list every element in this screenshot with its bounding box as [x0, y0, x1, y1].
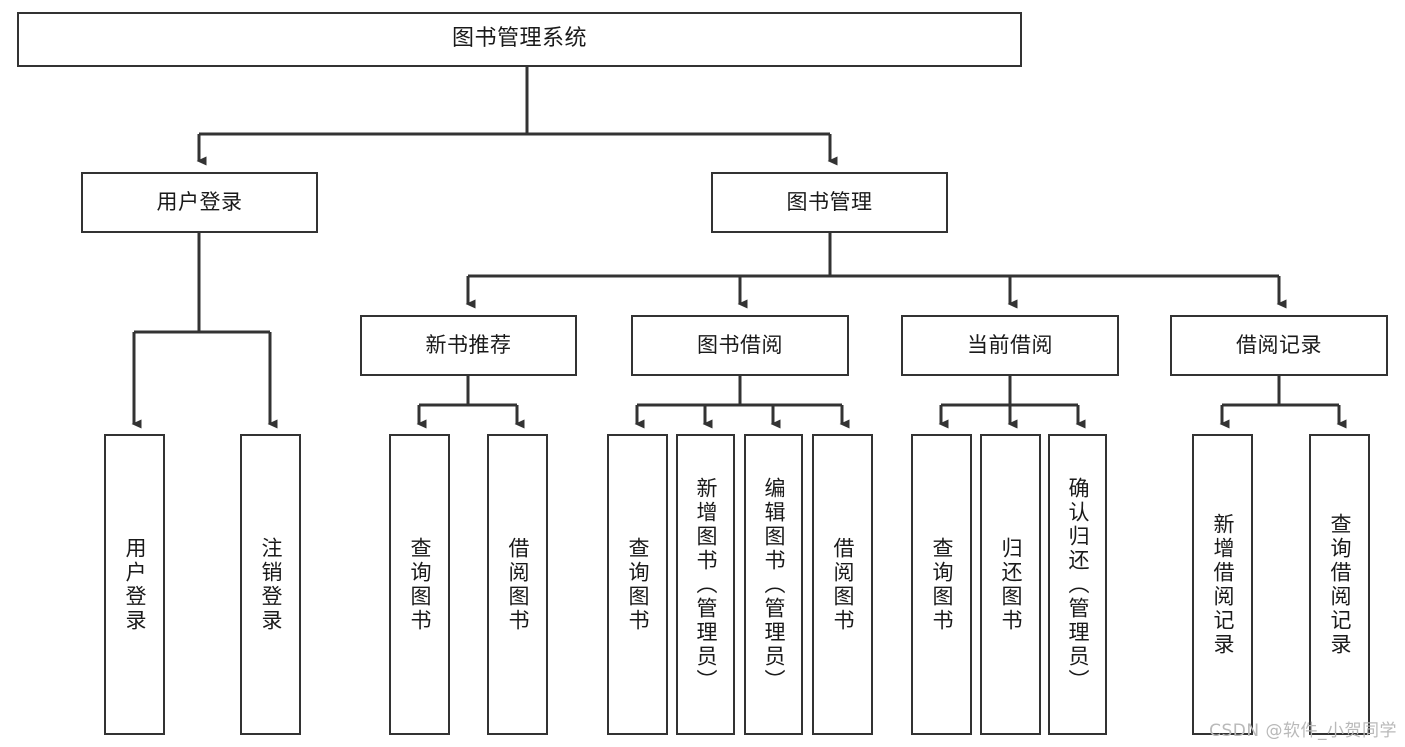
node-label: 新增借阅记录 — [1211, 512, 1235, 657]
node-label: 查询图书 — [408, 536, 432, 633]
leaf-return-book[interactable]: 归还图书 — [980, 434, 1041, 735]
node-current-borrow[interactable]: 当前借阅 — [901, 315, 1119, 376]
node-label: 查询借阅记录 — [1328, 512, 1352, 657]
node-label: 用户登录 — [123, 536, 147, 633]
node-book-borrow[interactable]: 图书借阅 — [631, 315, 849, 376]
leaf-borrow-book-recommend[interactable]: 借阅图书 — [487, 434, 548, 735]
leaf-add-borrow-record[interactable]: 新增借阅记录 — [1192, 434, 1253, 735]
node-label: 当前借阅 — [967, 332, 1053, 357]
node-label: 图书借阅 — [697, 332, 783, 357]
leaf-edit-book[interactable]: 编辑图书（管理员） — [744, 434, 803, 735]
node-label: 图书管理系统 — [451, 26, 587, 52]
node-label: 归还图书 — [999, 536, 1023, 633]
leaf-confirm-return[interactable]: 确认归还（管理员） — [1048, 434, 1107, 735]
node-user-login[interactable]: 用户登录 — [81, 172, 318, 233]
node-label: 查询图书 — [626, 536, 650, 633]
leaf-query-book-borrow[interactable]: 查询图书 — [607, 434, 668, 735]
node-borrow-record[interactable]: 借阅记录 — [1170, 315, 1388, 376]
node-root-system[interactable]: 图书管理系统 — [17, 12, 1022, 67]
node-label: 借阅图书 — [506, 536, 530, 633]
node-label: 新书推荐 — [425, 332, 512, 357]
node-label: 图书管理 — [786, 189, 873, 214]
leaf-user-login[interactable]: 用户登录 — [104, 434, 165, 735]
node-label: 用户登录 — [156, 189, 243, 214]
leaf-borrow-book[interactable]: 借阅图书 — [812, 434, 873, 735]
leaf-query-borrow-record[interactable]: 查询借阅记录 — [1309, 434, 1370, 735]
node-book-manage[interactable]: 图书管理 — [711, 172, 948, 233]
leaf-query-book-recommend[interactable]: 查询图书 — [389, 434, 450, 735]
node-label: 编辑图书（管理员） — [762, 476, 786, 693]
node-label: 查询图书 — [930, 536, 954, 633]
node-label: 注销登录 — [259, 536, 283, 633]
node-label: 借阅记录 — [1236, 332, 1322, 357]
node-label: 借阅图书 — [831, 536, 855, 633]
node-label: 确认归还（管理员） — [1066, 476, 1090, 693]
csdn-watermark: CSDN @软件_小贺同学 — [1209, 721, 1397, 741]
node-new-book-recommend[interactable]: 新书推荐 — [360, 315, 577, 376]
leaf-query-book-current[interactable]: 查询图书 — [911, 434, 972, 735]
leaf-add-book[interactable]: 新增图书（管理员） — [676, 434, 735, 735]
node-label: 新增图书（管理员） — [694, 476, 718, 693]
leaf-logout-login[interactable]: 注销登录 — [240, 434, 301, 735]
